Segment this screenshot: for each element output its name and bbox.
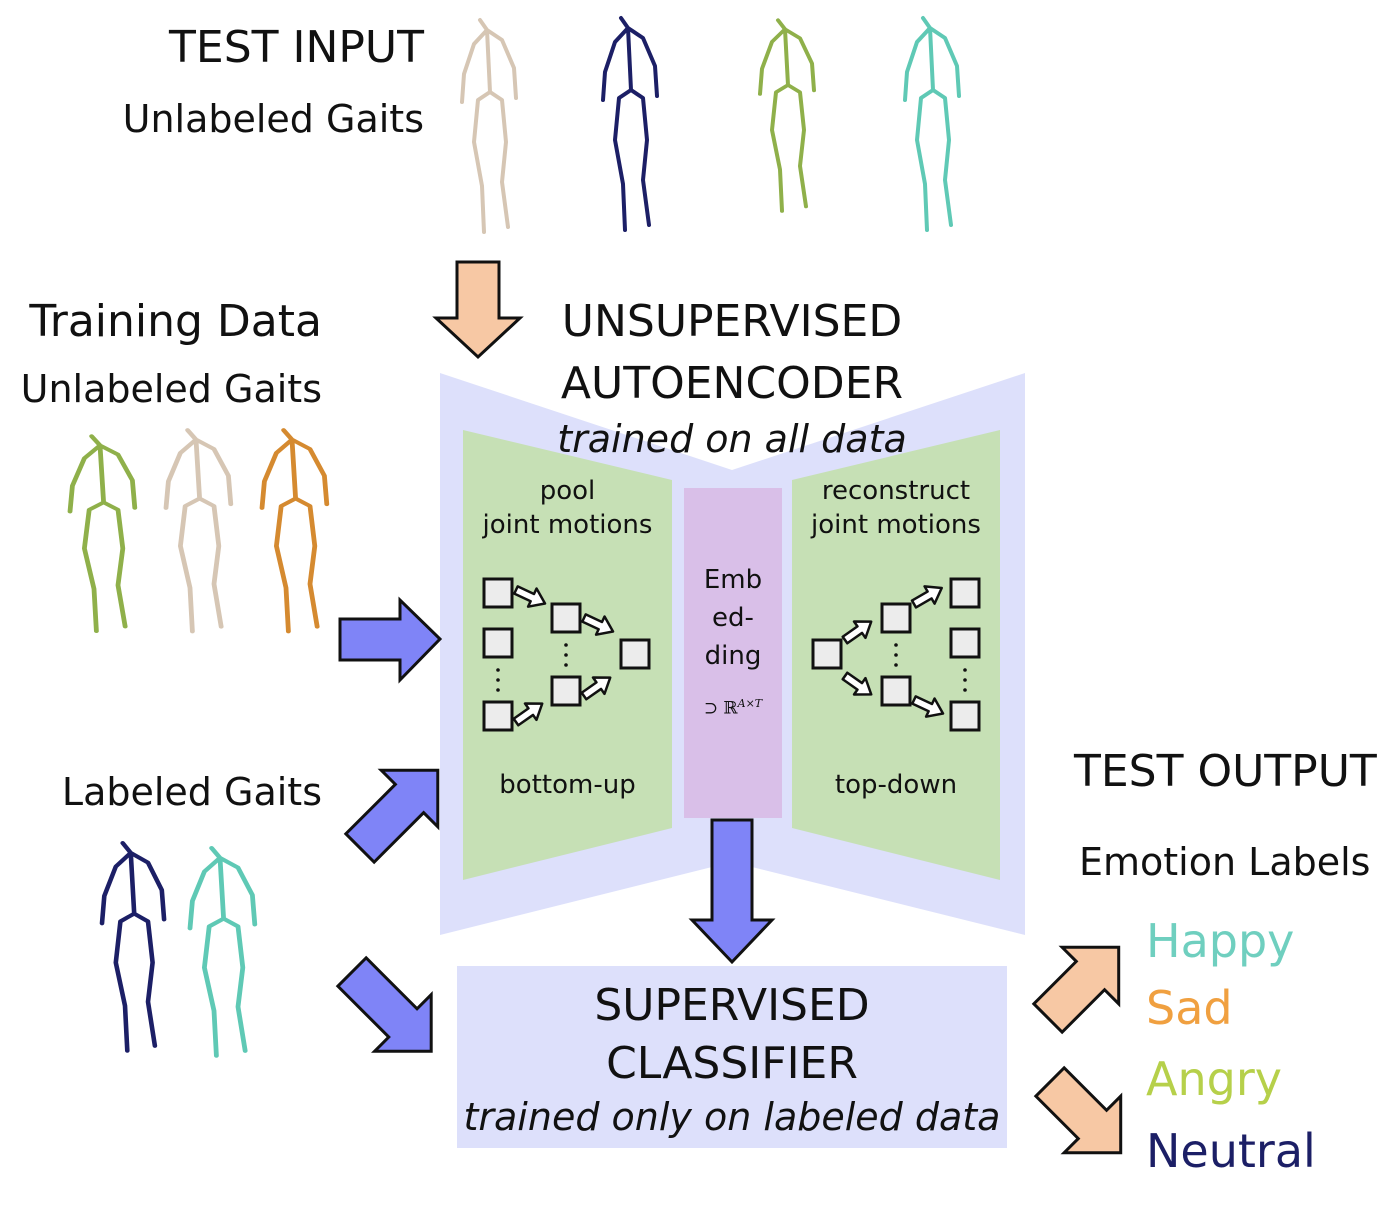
gait-figure-teal-test	[903, 16, 961, 232]
training-unlabeled-label: Unlabeled Gaits	[20, 367, 322, 411]
classifier-subtitle: trained only on labeled data	[463, 1095, 1001, 1139]
classifier-title-line1: SUPERVISED	[594, 980, 870, 1031]
test-input-subtitle: Unlabeled Gaits	[122, 97, 424, 141]
test-input-title: TEST INPUT	[169, 22, 424, 73]
encoder-network	[482, 577, 651, 732]
decoder-label-line2: joint motions	[811, 510, 981, 540]
autoencoder-title-line1: UNSUPERVISED	[561, 296, 903, 347]
embedding-label-line1: Emb	[703, 565, 763, 595]
decoder-dots	[894, 643, 967, 692]
embedding-space-superscript: A×T	[737, 697, 763, 710]
gait-figure-navy-labeled	[102, 843, 164, 1051]
gait-figure-beige-train	[166, 430, 231, 631]
embedding-panel	[684, 488, 782, 818]
emotion-label-angry: Angry	[1146, 1052, 1282, 1106]
decoder-network	[811, 577, 981, 732]
encoder-dots	[496, 643, 568, 692]
gait-figure-olive-test	[758, 18, 816, 214]
encoder-direction: bottom-up	[499, 770, 636, 800]
autoencoder-title-line2: AUTOENCODER	[560, 358, 904, 409]
unlabeled-to-autoencoder-arrow	[338, 596, 443, 684]
gait-figure-orange-train	[262, 430, 327, 631]
emotion-label-happy: Happy	[1146, 914, 1295, 968]
classifier-box	[457, 966, 1007, 1148]
emotion-label-sad: Sad	[1146, 981, 1233, 1035]
output-arrow-down	[1033, 1065, 1123, 1155]
test-input-arrow	[432, 260, 524, 360]
embedding-label-line3: ding	[704, 641, 762, 671]
training-labeled-label: Labeled Gaits	[61, 770, 322, 814]
encoder-label-line2: joint motions	[482, 510, 653, 540]
output-arrow-up	[1031, 945, 1121, 1035]
node-arrows	[512, 585, 945, 727]
encoder-label-line1: pool	[539, 476, 596, 506]
decoder-label-line1: reconstruct	[821, 476, 971, 506]
labeled-to-classifier-arrow	[335, 955, 433, 1053]
decoder-direction: top-down	[834, 770, 958, 800]
gait-figure-beige-test	[460, 18, 518, 234]
test-output-title: TEST OUTPUT	[1074, 746, 1377, 797]
labeled-to-autoencoder-arrow	[343, 768, 440, 865]
gait-figure-navy-test	[601, 16, 659, 232]
classifier-title-line2: CLASSIFIER	[606, 1038, 858, 1089]
embedding-label-line2: ed-	[712, 603, 754, 633]
embedding-space-base: ⊃ ℝ	[703, 698, 738, 719]
emotion-label-neutral: Neutral	[1146, 1124, 1316, 1178]
gait-figure-olive-train	[70, 436, 135, 631]
autoencoder-subtitle: trained on all data	[557, 417, 907, 461]
embedding-to-classifier-arrow	[688, 818, 776, 965]
gait-figure-teal-labeled	[190, 848, 255, 1056]
training-title: Training Data	[29, 296, 322, 347]
embedding-space: ⊃ ℝA×T	[684, 698, 782, 718]
test-output-subtitle: Emotion Labels	[1079, 840, 1371, 884]
